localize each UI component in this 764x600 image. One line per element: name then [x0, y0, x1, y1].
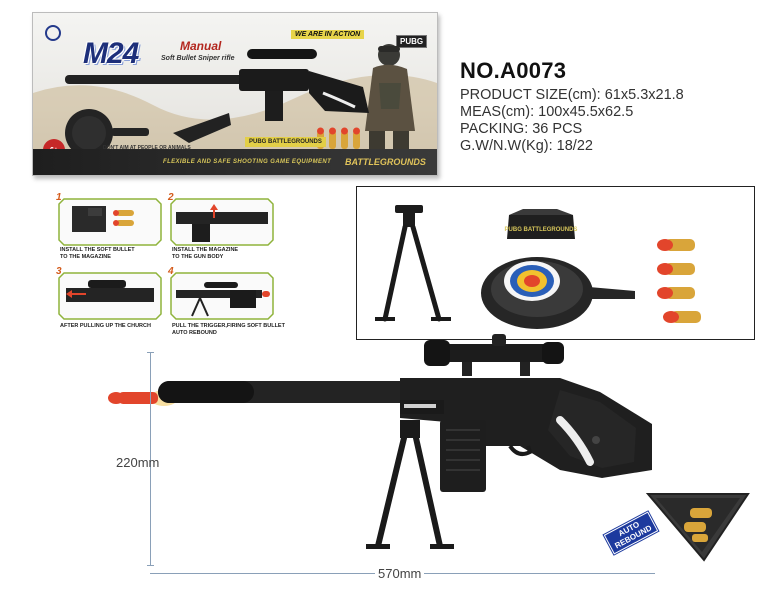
box-title: M24 [83, 37, 139, 70]
rifle-scope-icon [424, 334, 564, 376]
brand-logo-icon [45, 25, 61, 41]
step-number: 4 [168, 266, 174, 277]
instruction-step-1: 1 INSTALL THE SOFT BULLET TO THE MAGAZIN… [56, 192, 162, 260]
rifle-barrel-icon [158, 381, 438, 403]
box-banner: WE ARE IN ACTION [291, 30, 365, 39]
box-subtitle-manual: Manual [180, 39, 222, 53]
accessories-artwork: PUBG BATTLEGROUNDS [375, 205, 701, 329]
box-battlegrounds-text: BATTLEGROUNDS [345, 157, 426, 167]
step-number: 1 [56, 192, 62, 203]
accessories-panel: PUBG BATTLEGROUNDS [356, 186, 755, 340]
target-stand-icon: PUBG BATTLEGROUNDS [505, 209, 578, 239]
spec-meas: MEAS(cm): 100x45.5x62.5 [460, 104, 634, 120]
model-number: NO.A0073 [460, 58, 567, 83]
rifle-trigger-icon [508, 444, 533, 456]
auto-rebound-label: AUTO REBOUND [603, 511, 659, 555]
fired-bullet-icon [108, 390, 178, 406]
height-dimension-label: 220mm [116, 455, 160, 470]
step-number: 2 [168, 192, 174, 203]
step-caption: INSTALL THE MAGAZINE TO THE GUN BODY [172, 247, 239, 260]
rifle-magazine-icon [440, 420, 486, 492]
product-box-image: M24 Manual Soft Bullet Sniper rifle WE A… [32, 12, 438, 176]
instruction-step-2: 2 INSTALL THE MAGAZINE TO THE GUN BODY [168, 192, 274, 260]
spec-packing: PACKING: 36 PCS [460, 121, 583, 137]
height-dimension-line [147, 352, 154, 566]
box-brand-badge: PUBG [396, 35, 428, 48]
step-frame-icon [170, 272, 274, 320]
instruction-step-3: 3 AFTER PULLING UP THE CHURCH [56, 266, 162, 329]
spec-product-size: PRODUCT SIZE(cm): 61x5.3x21.8 [460, 87, 684, 103]
step-number: 3 [56, 266, 62, 277]
box-pan-icon [65, 109, 149, 157]
soft-bullets-icon [657, 239, 701, 323]
spec-weight: G.W/N.W(Kg): 18/22 [460, 138, 593, 154]
auto-rebound-inset-icon [645, 493, 750, 562]
box-tagline: FLEXIBLE AND SAFE SHOOTING GAME EQUIPMEN… [163, 159, 332, 165]
step-caption: INSTALL THE SOFT BULLET TO THE MAGAZINE [60, 247, 135, 260]
length-dimension-label: 570mm [375, 566, 425, 581]
box-bottom-strip [33, 149, 437, 175]
pan-target-icon [481, 257, 635, 329]
bipod-icon [375, 205, 451, 322]
box-bullets-icon [317, 127, 360, 149]
box-pubg-badge: PUBG BATTLEGROUNDS [245, 137, 326, 147]
step-caption: AFTER PULLING UP THE CHURCH [60, 323, 151, 329]
spec-block: NO.A0073 PRODUCT SIZE(cm): 61x5.3x21.8 M… [460, 58, 684, 155]
box-stand-icon [173, 113, 231, 143]
step-caption: PULL THE TRIGGER,FIRING SOFT BULLET AUTO… [172, 323, 285, 336]
rifle-bipod-icon [366, 420, 454, 549]
step-frame-icon [170, 198, 274, 246]
step-frame-icon [58, 272, 162, 320]
rifle-body-icon [400, 378, 652, 478]
box-subtitle-rifle: Soft Bullet Sniper rifle [161, 55, 235, 62]
box-warning-text: DON'T AIM AT PEOPLE OR ANIMALS [103, 145, 191, 151]
stand-label: PUBG BATTLEGROUNDS [505, 227, 578, 233]
soldier-figure-icon [365, 44, 415, 151]
step-frame-icon [58, 198, 162, 246]
instruction-step-4: 4 PULL THE TRIGGER,FIRING SOFT BULLET AU… [168, 266, 285, 336]
box-rifle-icon [65, 49, 369, 121]
